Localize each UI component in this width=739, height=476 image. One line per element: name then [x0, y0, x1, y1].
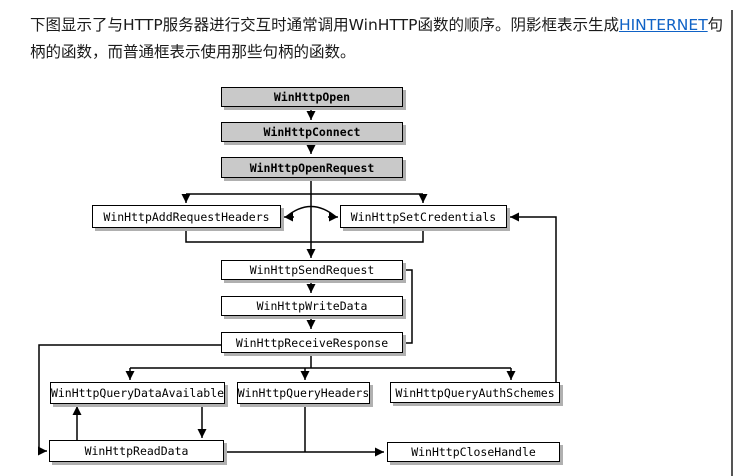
node-winhttpwritedata: WinHttpWriteData: [221, 296, 403, 316]
node-winhttpaddrequestheaders: WinHttpAddRequestHeaders: [92, 205, 281, 228]
node-winhttpqueryauthschemes: WinHttpQueryAuthSchemes: [390, 382, 560, 403]
page-right-border: [731, 10, 733, 476]
edge-sendrequest-bypass-receiveresponse: [402, 269, 413, 344]
intro-line1-tail: 句: [707, 16, 724, 34]
hinternet-link[interactable]: HINTERNET: [618, 16, 708, 34]
node-winhttpopenrequest: WinHttpOpenRequest: [221, 157, 403, 178]
node-winhttpsetcredentials: WinHttpSetCredentials: [340, 205, 507, 228]
node-winhttpopen: WinHttpOpen: [221, 87, 403, 107]
edge-merge-bottom: [185, 228, 424, 243]
intro-line1: 下图显示了与HTTP服务器进行交互时通常调用WinHTTP函数的顺序。阴影框表示…: [30, 12, 730, 39]
intro-line1-text: 下图显示了与HTTP服务器进行交互时通常调用WinHTTP函数的顺序。阴影框表示…: [30, 16, 619, 34]
node-winhttpreceiveresponse: WinHttpReceiveResponse: [221, 332, 403, 353]
node-winhttpreaddata: WinHttpReadData: [49, 440, 224, 462]
intro-paragraph: 下图显示了与HTTP服务器进行交互时通常调用WinHTTP函数的顺序。阴影框表示…: [30, 12, 730, 66]
node-winhttpsendrequest: WinHttpSendRequest: [221, 260, 403, 280]
node-winhttpconnect: WinHttpConnect: [221, 122, 403, 142]
edge-queryauthschemes-setcredentials: [510, 212, 557, 383]
edge-receiveresponse-readdata: [38, 344, 221, 456]
intro-line2: 柄的函数，而普通框表示使用那些句柄的函数。: [30, 43, 356, 61]
node-winhttpqueryheaders: WinHttpQueryHeaders: [237, 382, 370, 404]
node-winhttpquerydataavailable: WinHttpQueryDataAvailable: [50, 382, 225, 404]
node-winhttpclosehandle: WinHttpCloseHandle: [387, 442, 560, 462]
